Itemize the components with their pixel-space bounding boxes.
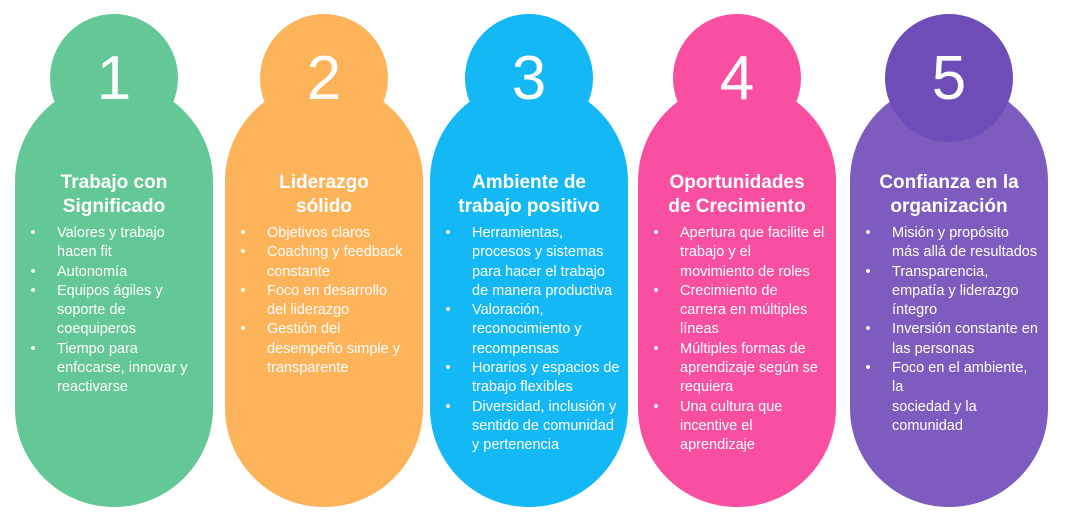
- list-item: • Autonomía: [15, 263, 205, 282]
- bullet-icon: •: [865, 360, 871, 377]
- bullet-icon: •: [653, 340, 659, 357]
- bullet-icon: •: [445, 360, 451, 377]
- list-item: • Objetivos claros: [225, 224, 415, 243]
- pillar-card-1: Trabajo con Significado • Valores y trabaj…: [15, 82, 213, 507]
- bullet-icon: •: [445, 225, 451, 241]
- bullet-icon: •: [30, 263, 36, 280]
- bullet-icon: •: [240, 225, 246, 241]
- bullet-icon: •: [240, 282, 246, 299]
- list-item-text: Objetivos claros: [267, 225, 371, 241]
- list-item-text: Autonomía: [57, 263, 128, 280]
- pillar-number-badge-1: 1: [50, 14, 178, 142]
- pillar-number-badge-4: 4: [673, 14, 801, 142]
- bullet-icon: •: [30, 282, 36, 299]
- pillar-number-badge-5: 5: [885, 14, 1013, 142]
- pillar-number-badge-2: 2: [260, 14, 388, 142]
- bullet-icon: •: [445, 302, 451, 319]
- pillar-title: Trabajo con Significado: [60, 172, 168, 217]
- bullet-icon: •: [653, 398, 659, 415]
- bullet-icon: •: [240, 244, 246, 261]
- bullet-icon: •: [653, 225, 659, 241]
- bullet-icon: •: [240, 321, 246, 338]
- bullet-icon: •: [30, 225, 36, 241]
- bullet-icon: •: [865, 321, 871, 338]
- bullet-icon: •: [30, 340, 36, 357]
- pillar-card-2: Liderazgo sólido • Objetivos claros • Coachi…: [225, 82, 423, 507]
- pillar-title: Confianza en la organización: [879, 172, 1019, 217]
- pillar-card-3: Ambiente de trabajo positivo • Herramienta…: [430, 82, 628, 507]
- pillar-title: Oportunidades de Crecimiento: [668, 172, 806, 217]
- pillar-title: Ambiente de trabajo positivo: [458, 172, 600, 217]
- pillar-number-badge-3: 3: [465, 14, 593, 142]
- pillar-title: Liderazgo sólido: [279, 172, 369, 217]
- pillar-card-4: Oportunidades de Crecimiento • Apertura qu…: [638, 82, 836, 507]
- pillar-card-5: Confianza en la organización • Misión y pr…: [850, 82, 1048, 507]
- bullet-icon: •: [865, 263, 871, 280]
- bullet-icon: •: [445, 398, 451, 415]
- bullet-icon: •: [865, 225, 871, 241]
- bullet-icon: •: [653, 282, 659, 299]
